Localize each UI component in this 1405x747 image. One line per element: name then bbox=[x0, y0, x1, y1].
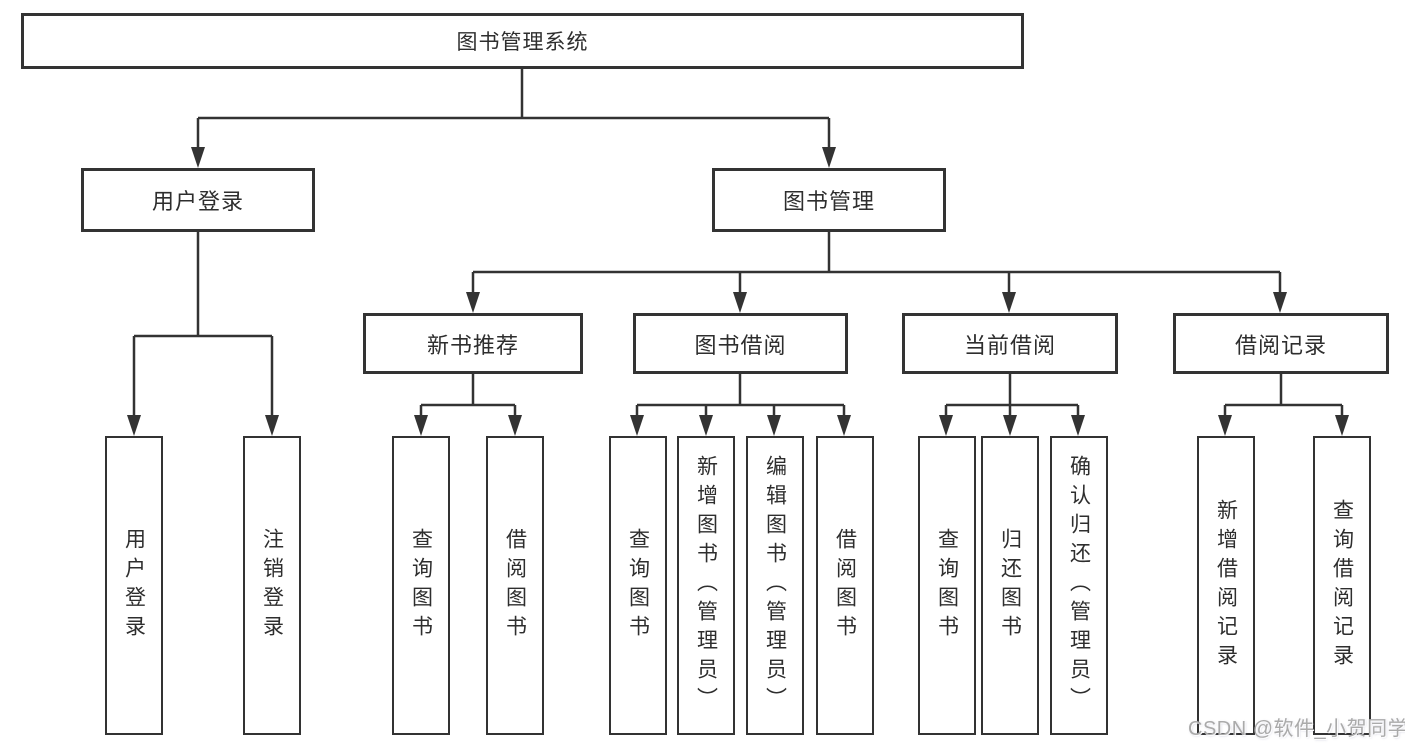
leaf-label: 归还图书 bbox=[998, 527, 1022, 644]
node-user-login: 用户登录 bbox=[81, 168, 315, 232]
leaf-label: 新增图书（管理员） bbox=[694, 455, 718, 716]
leaf-label: 借阅图书 bbox=[503, 527, 527, 644]
leaf-label: 查询图书 bbox=[935, 527, 959, 644]
leaf-label: 查询借阅记录 bbox=[1330, 498, 1354, 673]
leaf-confirm-return-admin: 确认归还（管理员） bbox=[1050, 436, 1108, 735]
node-book-management: 图书管理 bbox=[712, 168, 946, 232]
leaf-label: 借阅图书 bbox=[833, 527, 857, 644]
leaf-query-borrow-record: 查询借阅记录 bbox=[1313, 436, 1371, 735]
node-borrow-records: 借阅记录 bbox=[1173, 313, 1389, 374]
csdn-watermark: CSDN @软件_小贺同学 bbox=[1188, 718, 1405, 740]
leaf-label: 编辑图书（管理员） bbox=[763, 455, 787, 716]
node-new-book-recommend: 新书推荐 bbox=[363, 313, 583, 374]
leaf-user-login: 用户登录 bbox=[105, 436, 163, 735]
leaf-add-books-admin: 新增图书（管理员） bbox=[677, 436, 735, 735]
leaf-label: 注销登录 bbox=[260, 527, 284, 644]
leaf-add-borrow-record: 新增借阅记录 bbox=[1197, 436, 1255, 735]
node-book-borrow: 图书借阅 bbox=[633, 313, 848, 374]
leaf-label: 用户登录 bbox=[122, 527, 146, 644]
leaf-label: 确认归还（管理员） bbox=[1067, 455, 1091, 716]
leaf-return-books: 归还图书 bbox=[981, 436, 1039, 735]
leaf-label: 查询图书 bbox=[626, 527, 650, 644]
leaf-logout: 注销登录 bbox=[243, 436, 301, 735]
leaf-label: 查询图书 bbox=[409, 527, 433, 644]
leaf-query-books-current: 查询图书 bbox=[918, 436, 976, 735]
leaf-query-books-borrow: 查询图书 bbox=[609, 436, 667, 735]
leaf-borrow-books: 借阅图书 bbox=[816, 436, 874, 735]
node-current-borrow: 当前借阅 bbox=[902, 313, 1118, 374]
node-root-system: 图书管理系统 bbox=[21, 13, 1024, 69]
leaf-borrow-books-recommend: 借阅图书 bbox=[486, 436, 544, 735]
leaf-edit-books-admin: 编辑图书（管理员） bbox=[746, 436, 804, 735]
leaf-label: 新增借阅记录 bbox=[1214, 498, 1238, 673]
leaf-query-books-recommend: 查询图书 bbox=[392, 436, 450, 735]
